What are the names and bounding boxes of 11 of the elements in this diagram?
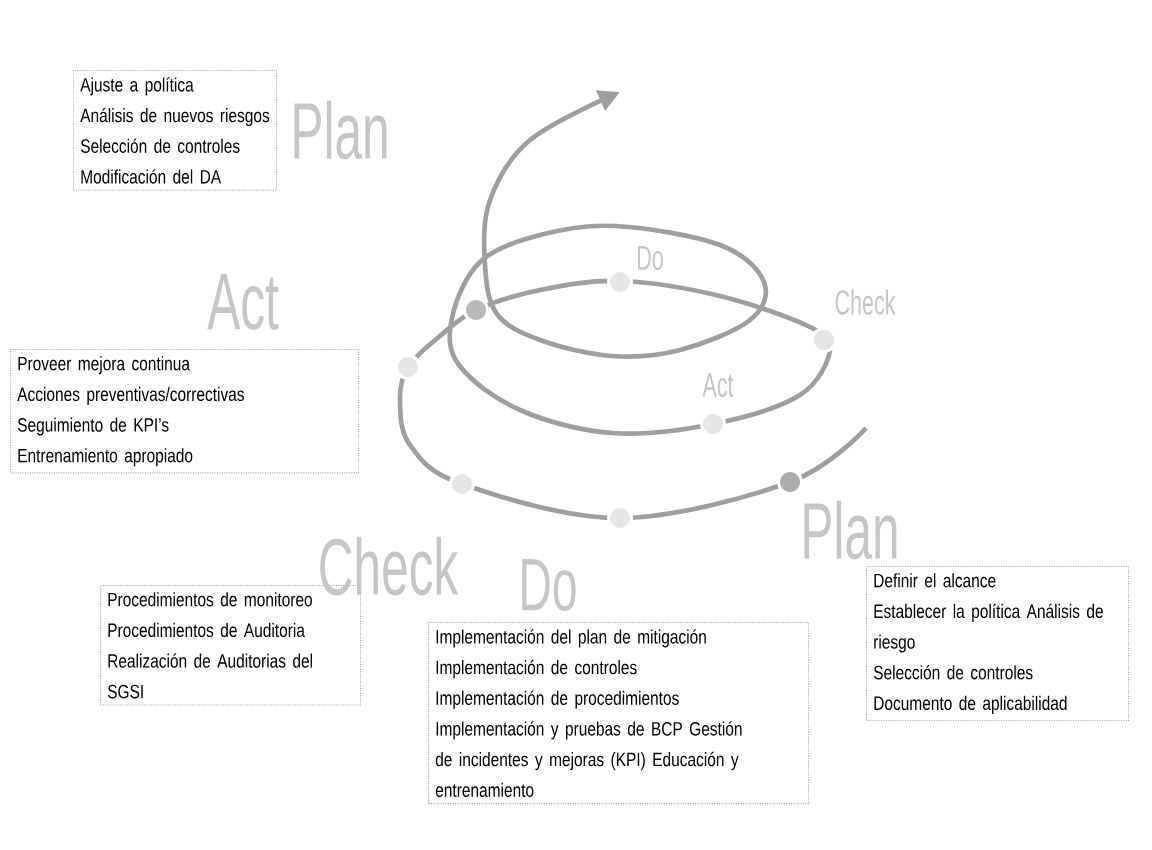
text-box: Ajuste a política Análisis de nuevos riesgos Selección de controles Modificación del DA	[73, 70, 277, 191]
phase-label: Check	[835, 289, 896, 315]
phase-label: Do	[638, 245, 663, 271]
text-box: Implementación del plan de mitigación Implementación de controles Implementación de procedimientos Implementación y pruebas de BCP Gestión de incidentes y mejoras (KPI) Educación y entrenamiento	[428, 622, 810, 805]
text-box: Definir el alcance Establecer la política Análisis de riesgo Selección de controles Documento de aplicabilidad	[866, 566, 1130, 722]
phase-label: Act	[702, 372, 734, 398]
text-box: Proveer mejora continua Acciones preventivas/correctivas Seguimiento de KPI’s Entrenamiento apropiado	[10, 349, 360, 474]
phase-label: Plan	[804, 500, 897, 560]
phase-label: Plan	[294, 100, 387, 160]
phase-label: Do	[522, 558, 576, 612]
phase-label: Act	[207, 274, 279, 330]
